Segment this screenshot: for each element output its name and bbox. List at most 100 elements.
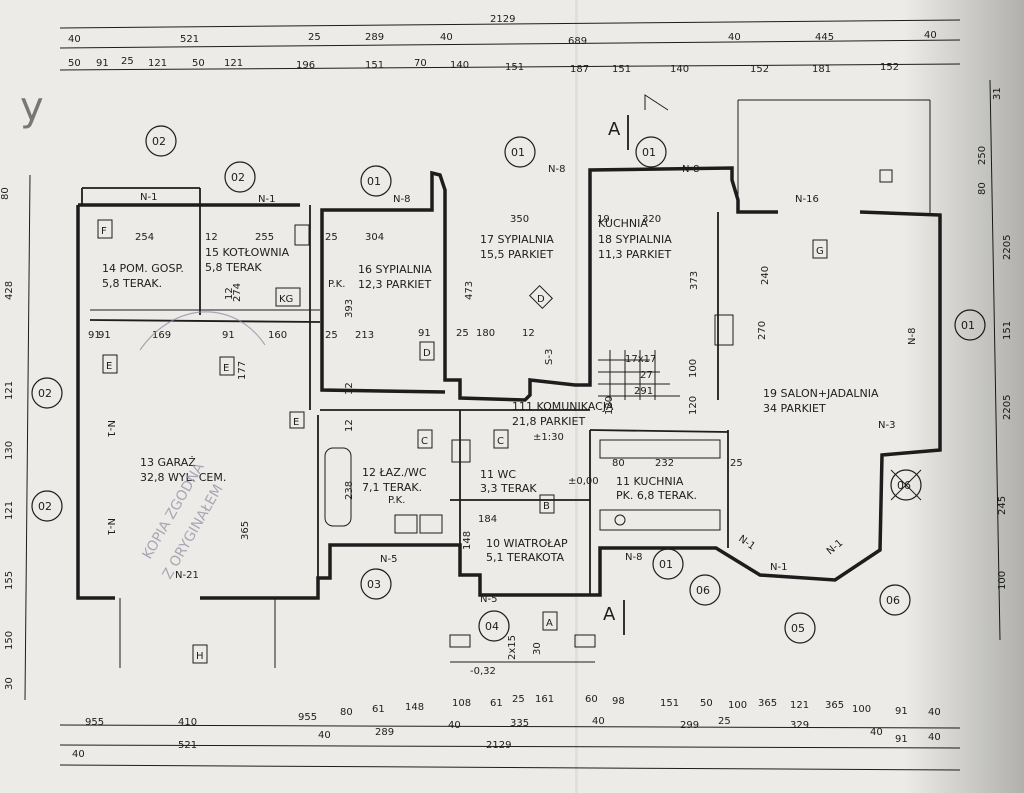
svg-text:19 SALON+JADALNIA: 19 SALON+JADALNIA — [763, 387, 879, 400]
svg-text:152: 152 — [750, 64, 769, 75]
window-tag: N-21 — [175, 570, 199, 581]
svg-text:01: 01 — [367, 175, 381, 188]
window-tag: N-8 — [682, 164, 699, 175]
svg-text:161: 161 — [535, 694, 554, 705]
svg-text:-0,32: -0,32 — [470, 666, 496, 677]
svg-text:130: 130 — [4, 441, 15, 460]
svg-text:2129: 2129 — [486, 740, 511, 751]
svg-text:40: 40 — [928, 732, 941, 743]
svg-text:25: 25 — [512, 694, 525, 705]
room-12: 12 ŁAZ./WC 7,1 TERAK. — [362, 466, 427, 494]
room-18: KUCHNIA 18 SYPIALNIA 11,3 PARKIET — [598, 217, 672, 261]
svg-text:±0,00: ±0,00 — [568, 476, 599, 487]
svg-text:7,1 TERAK.: 7,1 TERAK. — [362, 481, 422, 494]
svg-text:D: D — [537, 294, 545, 305]
svg-text:61: 61 — [490, 698, 503, 709]
svg-text:473: 473 — [464, 281, 475, 300]
level-marks: ±0,00 -0,32 2x15 30 ±1:30 — [449, 432, 599, 677]
svg-text:25: 25 — [325, 330, 338, 341]
column-icon — [879, 169, 893, 183]
svg-text:19: 19 — [597, 214, 610, 225]
left-dimensions: 80 428 121 130 121 155 150 30 — [0, 187, 15, 690]
svg-text:373: 373 — [689, 271, 700, 290]
svg-text:151: 151 — [365, 60, 384, 71]
svg-text:06: 06 — [696, 584, 710, 597]
stairs: S-3 17x17 27 — [544, 349, 680, 400]
svg-text:25: 25 — [308, 32, 321, 43]
svg-text:91: 91 — [418, 328, 431, 339]
svg-text:C: C — [421, 436, 428, 447]
svg-text:15,5 PARKIET: 15,5 PARKIET — [480, 248, 554, 261]
svg-text:50: 50 — [68, 58, 81, 69]
svg-text:521: 521 — [180, 34, 199, 45]
svg-text:80: 80 — [0, 187, 11, 200]
svg-text:D: D — [423, 348, 431, 359]
svg-text:16 SYPIALNIA: 16 SYPIALNIA — [358, 263, 432, 276]
svg-text:955: 955 — [85, 717, 104, 728]
door-tag: G — [812, 239, 828, 259]
svg-text:121: 121 — [224, 58, 243, 69]
svg-text:955: 955 — [298, 712, 317, 723]
svg-text:32,8 WYL. CEM.: 32,8 WYL. CEM. — [140, 471, 226, 484]
svg-text:50: 50 — [192, 58, 205, 69]
section-mark: A — [603, 604, 616, 625]
svg-text:245: 245 — [997, 496, 1008, 515]
window-tag: N-8 — [548, 164, 565, 175]
svg-text:50: 50 — [700, 698, 713, 709]
sink-icon — [394, 514, 418, 534]
svg-text:91: 91 — [96, 58, 109, 69]
toilet-icon — [451, 439, 471, 463]
stairs-label: S-3 — [544, 349, 555, 365]
paper-fold — [575, 0, 578, 793]
window-tag: N-8 — [907, 328, 918, 345]
svg-text:E: E — [293, 417, 299, 428]
svg-text:335: 335 — [510, 718, 529, 729]
window-tag: N-1 — [736, 533, 757, 552]
svg-text:152: 152 — [880, 62, 899, 73]
svg-text:274: 274 — [232, 283, 243, 302]
svg-text:393: 393 — [344, 299, 355, 318]
handwritten-mark: y — [20, 84, 44, 130]
svg-text:320: 320 — [642, 214, 661, 225]
svg-text:KG: KG — [279, 294, 293, 305]
svg-text:121: 121 — [148, 58, 167, 69]
svg-text:111 KOMUNIKACJA: 111 KOMUNIKACJA — [512, 400, 614, 413]
bathtub-icon — [324, 447, 352, 527]
detail-circle: 06 — [879, 584, 911, 616]
detail-circle: 02 — [31, 490, 63, 522]
svg-text:100: 100 — [728, 700, 747, 711]
svg-text:40: 40 — [440, 32, 453, 43]
svg-text:G: G — [816, 246, 824, 257]
svg-text:91: 91 — [88, 330, 101, 341]
svg-text:350: 350 — [510, 214, 529, 225]
bottom-dimensions: 955 410 955 80 61 148 108 61 25 161 60 9… — [72, 694, 941, 760]
window-tag: N-1 — [258, 194, 275, 205]
window-tag: N-8 — [393, 194, 410, 205]
svg-text:428: 428 — [4, 281, 15, 300]
svg-text:180: 180 — [476, 328, 495, 339]
svg-text:151: 151 — [505, 62, 524, 73]
door-tag: A — [542, 611, 558, 631]
svg-text:289: 289 — [375, 727, 394, 738]
detail-circle: 01 — [504, 136, 536, 168]
svg-text:365: 365 — [240, 521, 251, 540]
svg-text:187: 187 — [570, 64, 589, 75]
svg-text:250: 250 — [977, 146, 988, 165]
detail-circle: 03 — [360, 568, 392, 600]
kitchen-counter-icon — [599, 509, 721, 531]
svg-text:03: 03 — [367, 578, 381, 591]
svg-text:91: 91 — [98, 330, 111, 341]
window-tag: N-1 — [105, 420, 116, 437]
svg-text:05: 05 — [791, 622, 805, 635]
section-marks: A A — [603, 94, 669, 635]
svg-text:160: 160 — [268, 330, 287, 341]
pk-label: P.K. — [388, 495, 405, 506]
svg-text:25: 25 — [121, 56, 134, 67]
svg-text:140: 140 — [670, 64, 689, 75]
svg-text:365: 365 — [758, 698, 777, 709]
svg-text:100: 100 — [688, 359, 699, 378]
svg-text:304: 304 — [365, 232, 384, 243]
detail-circle: 05 — [784, 612, 816, 644]
svg-text:100: 100 — [852, 704, 871, 715]
svg-text:01: 01 — [961, 319, 975, 332]
